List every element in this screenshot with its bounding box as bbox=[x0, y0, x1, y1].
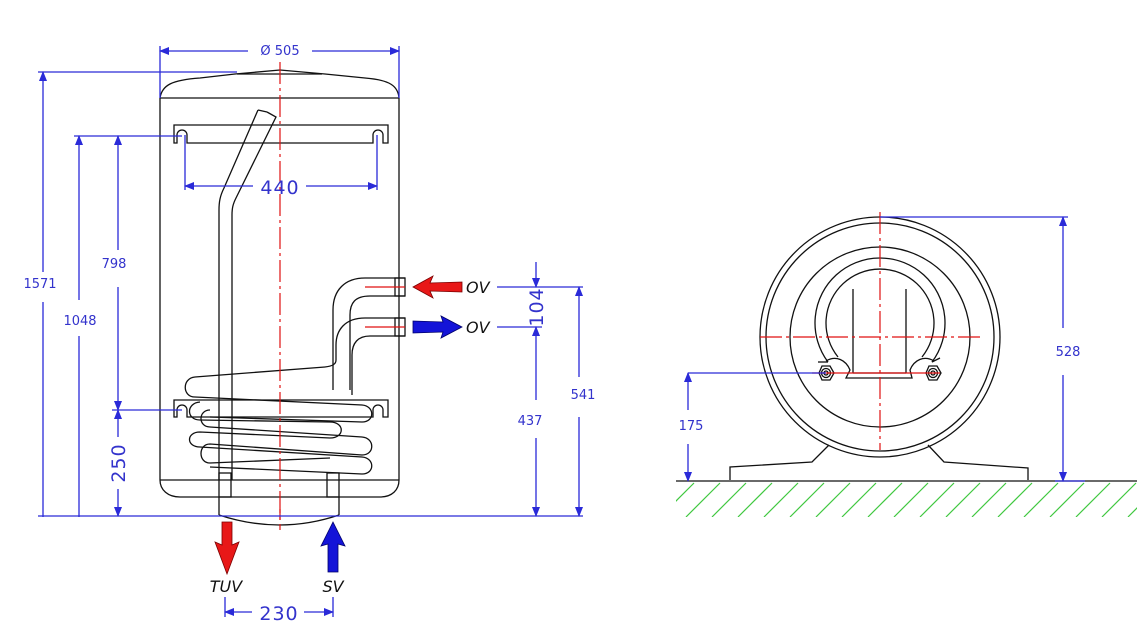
stand bbox=[729, 444, 1029, 480]
upper-bracket bbox=[173, 124, 389, 144]
connection-ov-out: OV bbox=[412, 315, 491, 339]
hot-arrow-icon bbox=[412, 275, 463, 299]
dim-total-height: 1571 bbox=[23, 71, 237, 517]
hatch-line bbox=[1075, 482, 1111, 517]
dim-lower-bracket-height-label: 250 bbox=[108, 443, 130, 482]
dim-bracket-spacing: 798 bbox=[102, 135, 127, 411]
hatch-line bbox=[815, 482, 851, 517]
dim-diameter: Ø 505 bbox=[159, 44, 400, 98]
hatch-line bbox=[1049, 482, 1085, 517]
dim-upper-bracket-height-label: 1048 bbox=[63, 314, 96, 329]
hatch-line bbox=[763, 482, 799, 517]
hatch-line bbox=[1127, 507, 1137, 517]
dim-side-total-height-label: 528 bbox=[1056, 345, 1081, 360]
hatch-line bbox=[676, 482, 695, 502]
hatch-line bbox=[893, 482, 929, 517]
dim-total-height-label: 1571 bbox=[23, 277, 56, 292]
dim-outlet-spacing: 230 bbox=[224, 597, 334, 625]
front-view: Ø 505 440 1571 1048 798 bbox=[23, 44, 595, 625]
connection-sv-label: SV bbox=[322, 577, 344, 596]
hatch-line bbox=[841, 482, 877, 517]
connection-sv: SV bbox=[320, 521, 346, 596]
dim-outlet-spacing-label: 230 bbox=[259, 603, 298, 625]
dim-mount-height-label: 175 bbox=[679, 419, 704, 434]
coil-connections bbox=[324, 277, 406, 395]
hatch-line bbox=[997, 482, 1033, 517]
dim-bracket-span: 440 bbox=[184, 135, 378, 199]
hatch-line bbox=[867, 482, 903, 517]
hatch-line bbox=[711, 482, 747, 517]
ground bbox=[676, 480, 1137, 517]
connection-ov-in-label: OV bbox=[466, 278, 491, 297]
dim-coil-spacing: 104 bbox=[497, 262, 583, 352]
dim-coil-upper-height-label: 541 bbox=[571, 388, 596, 403]
dim-coil-lower-height: 437 bbox=[518, 352, 543, 517]
hatch-line bbox=[737, 482, 773, 517]
dim-diameter-label: Ø 505 bbox=[260, 44, 299, 59]
hatch-line bbox=[685, 482, 721, 517]
hot-arrow-down-icon bbox=[214, 521, 240, 576]
hatch-line bbox=[971, 482, 1007, 517]
side-view: 528 175 bbox=[676, 212, 1137, 517]
hatch-line bbox=[919, 482, 955, 517]
dim-lower-bracket-height: 250 bbox=[108, 409, 182, 517]
dim-bracket-span-label: 440 bbox=[260, 177, 299, 199]
dim-coil-lower-height-label: 437 bbox=[518, 414, 543, 429]
dim-mount-height: 175 bbox=[679, 372, 826, 482]
dim-coil-upper-height: 541 bbox=[571, 286, 596, 517]
connection-tuv-label: TUV bbox=[210, 577, 243, 596]
cold-arrow-icon bbox=[412, 315, 463, 339]
hatch-line bbox=[1023, 482, 1059, 517]
ground-hatching bbox=[676, 482, 1137, 517]
dim-upper-bracket-height: 1048 bbox=[63, 135, 182, 517]
connection-tuv: TUV bbox=[210, 521, 243, 596]
lower-bracket bbox=[173, 399, 389, 418]
hatch-line bbox=[789, 482, 825, 517]
connection-ov-out-label: OV bbox=[466, 318, 491, 337]
hot-water-pipe bbox=[218, 109, 277, 480]
dim-coil-spacing-label: 104 bbox=[526, 287, 548, 326]
dim-side-total-height: 528 bbox=[880, 216, 1085, 482]
cold-arrow-up-icon bbox=[320, 521, 346, 573]
hatch-line bbox=[1101, 482, 1137, 517]
heat-exchanger-coil bbox=[184, 366, 373, 475]
hatch-line bbox=[945, 482, 981, 517]
dim-bracket-spacing-label: 798 bbox=[102, 257, 127, 272]
connection-ov-in: OV bbox=[412, 275, 491, 299]
